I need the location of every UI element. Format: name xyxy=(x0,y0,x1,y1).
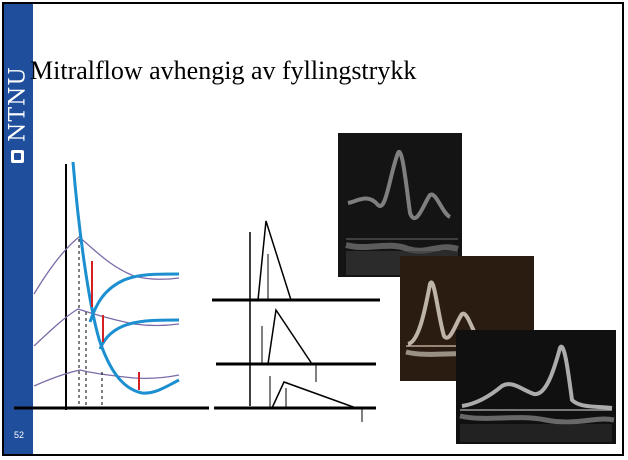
flow-wave-wide xyxy=(271,381,357,409)
pressure-curve-low xyxy=(33,369,180,387)
slide-number: 52 xyxy=(13,430,24,440)
pressure-curve-mid xyxy=(33,308,180,347)
slide: NTNU 52 Mitralflow avhengig av fyllingst… xyxy=(2,2,624,456)
doppler-waveform-icon xyxy=(456,330,616,444)
doppler-waveform-icon xyxy=(338,133,462,277)
pressure-flow-diagram xyxy=(14,161,380,422)
logo-square-icon xyxy=(11,150,24,163)
lv-filling-curve-high xyxy=(88,272,180,323)
slide-title: Mitralflow avhengig av fyllingstrykk xyxy=(30,56,417,85)
doppler-image-normal xyxy=(338,133,462,277)
lv-pressure-curve xyxy=(71,161,180,395)
doppler-image-restrictive xyxy=(456,330,616,444)
flow-wave-narrow xyxy=(257,220,292,301)
ntnu-logo: NTNU xyxy=(4,32,33,182)
pressure-curve-high xyxy=(33,236,180,295)
lv-filling-curve-mid xyxy=(98,318,180,350)
brand-sidebar: NTNU 52 xyxy=(4,4,33,454)
flow-wave-mid xyxy=(267,307,313,365)
